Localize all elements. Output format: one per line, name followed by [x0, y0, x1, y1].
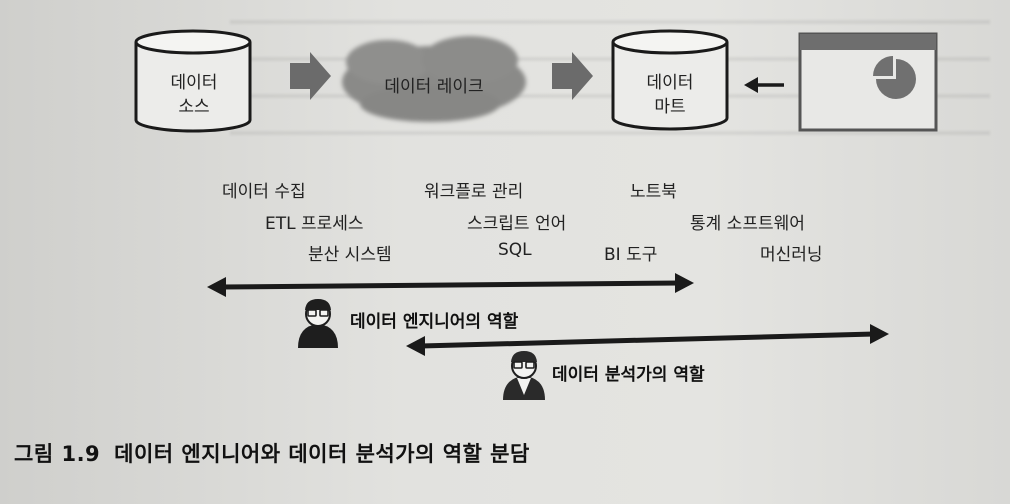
pie-chart-icon	[873, 56, 916, 99]
analyst-person-icon	[503, 351, 545, 400]
figure-caption: 그림 1.9 데이터 엔지니어와 데이터 분석가의 역할 분담	[14, 438, 530, 468]
report-to-mart-arrow	[744, 77, 784, 93]
term-data-collection: 데이터 수집	[222, 182, 306, 202]
engineer-person-icon	[298, 299, 338, 348]
term-sql: SQL	[498, 240, 532, 260]
engineer-role-label: 데이터 엔지니어의 역할	[350, 312, 519, 332]
analyst-role-arrow	[406, 324, 889, 356]
term-bi-tool: BI 도구	[604, 245, 658, 265]
data-lake-cloud	[342, 36, 526, 122]
engineer-role-arrow	[207, 273, 694, 297]
term-machine-learning: 머신러닝	[760, 245, 823, 265]
report-window	[798, 32, 938, 132]
flow-arrow-2	[552, 52, 593, 100]
flow-arrow-1	[290, 52, 331, 100]
term-notebook: 노트북	[630, 182, 677, 202]
figure-number: 그림 1.9	[14, 442, 101, 466]
data-mart-label: 데이터 마트	[646, 73, 694, 117]
analyst-role-label: 데이터 분석가의 역할	[552, 365, 705, 385]
term-etl-process: ETL 프로세스	[265, 214, 364, 234]
figure-caption-text: 데이터 엔지니어와 데이터 분석가의 역할 분담	[114, 442, 530, 466]
term-distributed-system: 분산 시스템	[308, 245, 392, 265]
term-workflow-management: 워크플로 관리	[424, 182, 524, 202]
data-source-cylinder	[134, 29, 252, 133]
data-mart-cylinder	[611, 29, 729, 131]
term-script-language: 스크립트 언어	[467, 214, 567, 234]
data-lake-label: 데이터 레이크	[384, 77, 484, 97]
term-statistics-software: 통계 소프트웨어	[690, 214, 805, 234]
data-source-label: 데이터 소스	[170, 73, 218, 117]
